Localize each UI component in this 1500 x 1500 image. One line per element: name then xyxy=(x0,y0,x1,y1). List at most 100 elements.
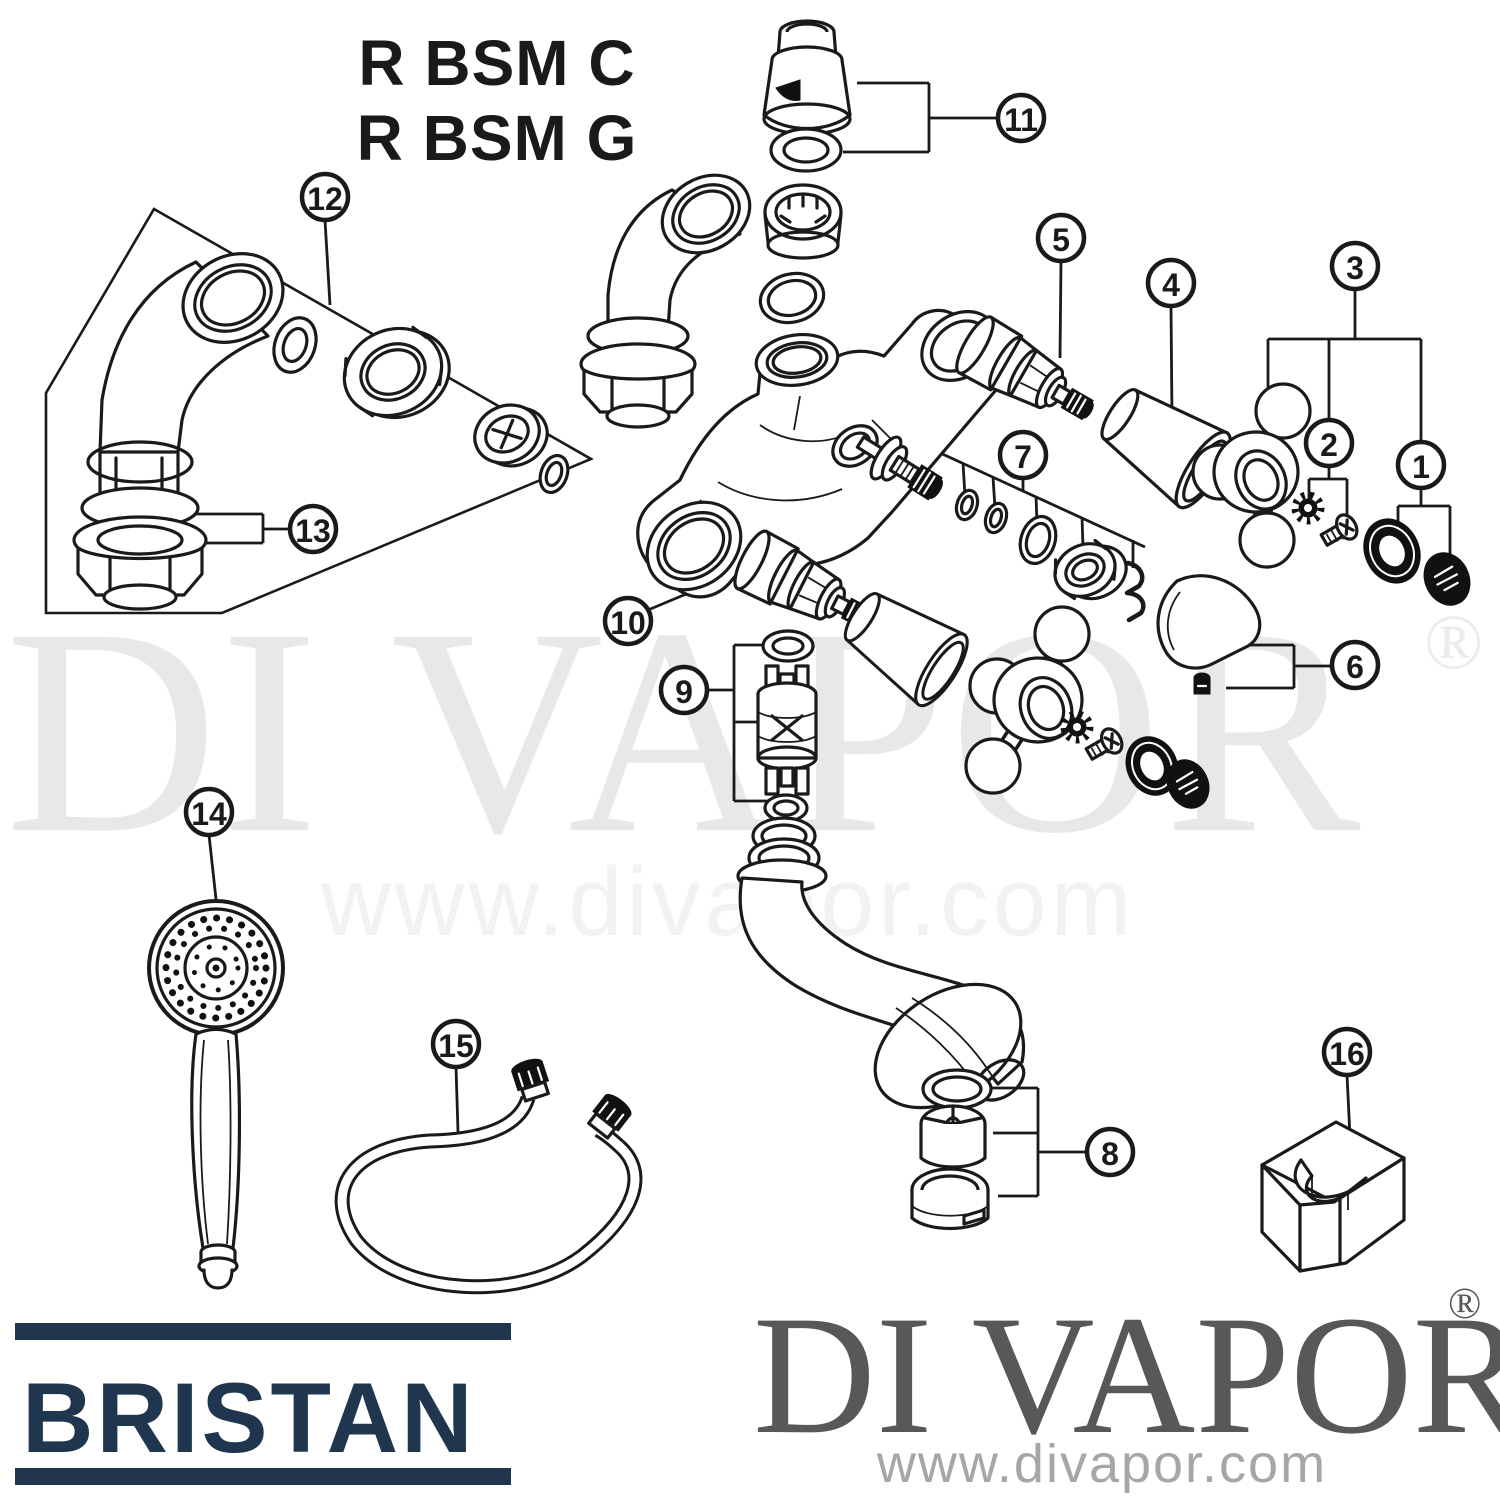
diverter-assembly xyxy=(751,629,818,856)
cross-handle-bottom xyxy=(964,605,1091,795)
callout-number: 15 xyxy=(438,1028,474,1064)
fixing-screw xyxy=(1084,727,1124,761)
callout-circle xyxy=(1395,439,1447,491)
handset-handle xyxy=(190,1027,242,1250)
model-title-line1: R BSM C xyxy=(358,27,635,99)
callout-number: 8 xyxy=(1101,1136,1119,1172)
divapor-wordmark: DI VAPOR xyxy=(753,1281,1500,1469)
flow-cartridge-top xyxy=(955,315,1094,421)
o-ring xyxy=(761,629,815,663)
watermark-url-text: www.divapor.com xyxy=(320,847,1136,956)
hose-nut xyxy=(587,1093,632,1140)
callout-number: 7 xyxy=(1014,439,1032,475)
callout-circle xyxy=(997,429,1049,481)
spindle xyxy=(855,435,943,501)
callout-15: 15 xyxy=(430,1018,482,1070)
backnut-tip xyxy=(102,583,178,611)
handle-ball xyxy=(964,737,1022,795)
callout-10: 10 xyxy=(602,595,654,647)
o-ring xyxy=(983,501,1009,535)
indice-cap xyxy=(1423,552,1471,606)
callout-number: 16 xyxy=(1329,1036,1365,1072)
callout-number: 12 xyxy=(307,181,343,217)
o-ring xyxy=(272,316,318,374)
callout-3: 3 xyxy=(1329,240,1381,292)
fixing-screw xyxy=(1319,513,1359,547)
retaining-clip xyxy=(1124,560,1146,623)
lever-handle xyxy=(1156,574,1262,695)
bristan-logo: BRISTAN xyxy=(15,1323,511,1485)
callout-6: 6 xyxy=(1329,639,1381,691)
diverter-piston xyxy=(756,664,818,796)
callout-circle xyxy=(1321,1026,1373,1078)
hose-nut-cap xyxy=(762,19,852,136)
spray-nozzles-mid xyxy=(173,925,259,1011)
callout-circle xyxy=(287,503,339,555)
handle-fixings-top xyxy=(1291,491,1471,606)
handle-fixings-bottom xyxy=(1060,710,1210,809)
callout-circle xyxy=(1303,417,1355,469)
o-ring-small xyxy=(538,454,570,494)
sealing-washer xyxy=(769,127,843,173)
spray-nozzles-outer xyxy=(162,914,270,1022)
callout-number: 10 xyxy=(610,605,646,641)
callout-number: 3 xyxy=(1346,250,1364,286)
flow-straightener-set xyxy=(910,1068,993,1231)
callout-number: 11 xyxy=(1004,102,1038,138)
bristan-bottom-bar xyxy=(15,1468,511,1485)
splined-bush xyxy=(763,183,843,260)
callout-circle xyxy=(658,664,710,716)
shower-hose xyxy=(334,1058,643,1295)
callout-14: 14 xyxy=(183,786,235,838)
callout-number: 5 xyxy=(1052,222,1070,258)
callout-7: 7 xyxy=(997,429,1049,481)
adaptor-bush xyxy=(473,403,549,468)
bracket-front-face xyxy=(1298,1156,1406,1273)
bristan-top-bar xyxy=(15,1323,511,1340)
callout-circle xyxy=(299,171,351,223)
star-washer xyxy=(1060,710,1094,744)
o-ring xyxy=(954,488,980,522)
callout-number: 13 xyxy=(295,513,331,549)
index-ring xyxy=(1363,518,1421,584)
handset-elbow-assembly xyxy=(72,252,570,611)
direction-arrow-icon xyxy=(775,79,801,101)
callout-circle xyxy=(183,786,235,838)
callout-circle xyxy=(1145,257,1197,309)
elbow-collar-ring xyxy=(86,440,194,484)
cross-handle-top xyxy=(1191,382,1312,569)
o-ring xyxy=(758,271,826,325)
main-valve-body xyxy=(636,308,1006,599)
callout-number: 2 xyxy=(1320,427,1338,463)
shower-elbow xyxy=(579,173,752,429)
callout-circle xyxy=(602,595,654,647)
index-ring xyxy=(1125,736,1179,796)
elbow-tip xyxy=(605,403,671,429)
shower-handset xyxy=(147,899,285,1290)
bracket-cup xyxy=(1293,1158,1368,1203)
callout-circle xyxy=(430,1018,482,1070)
callout-8: 8 xyxy=(1084,1126,1136,1178)
callout-13: 13 xyxy=(287,503,339,555)
watermark-brand-text: DI VAPOR xyxy=(5,567,1363,894)
callout-circle xyxy=(1329,240,1381,292)
bath-spout xyxy=(736,837,1026,1110)
callout-number: 4 xyxy=(1162,267,1180,303)
callout-11: 11 xyxy=(995,92,1047,144)
callout-circle xyxy=(1329,639,1381,691)
watermark: DI VAPOR ® www.divapor.com xyxy=(5,567,1483,956)
watermark-registered-icon: ® xyxy=(1424,598,1483,685)
handle-ball xyxy=(1033,605,1091,663)
callout-number: 6 xyxy=(1346,649,1364,685)
spout-end-collar xyxy=(910,1167,990,1231)
divapor-url: www.divapor.com xyxy=(876,1434,1327,1494)
divapor-logo: DI VAPOR ® www.divapor.com xyxy=(753,1279,1500,1494)
callout-2: 2 xyxy=(1303,417,1355,469)
hose-connection-set xyxy=(758,19,852,325)
callout-number: 1 xyxy=(1412,449,1430,485)
bristan-wordmark: BRISTAN xyxy=(22,1362,476,1473)
callout-number: 9 xyxy=(675,674,693,710)
